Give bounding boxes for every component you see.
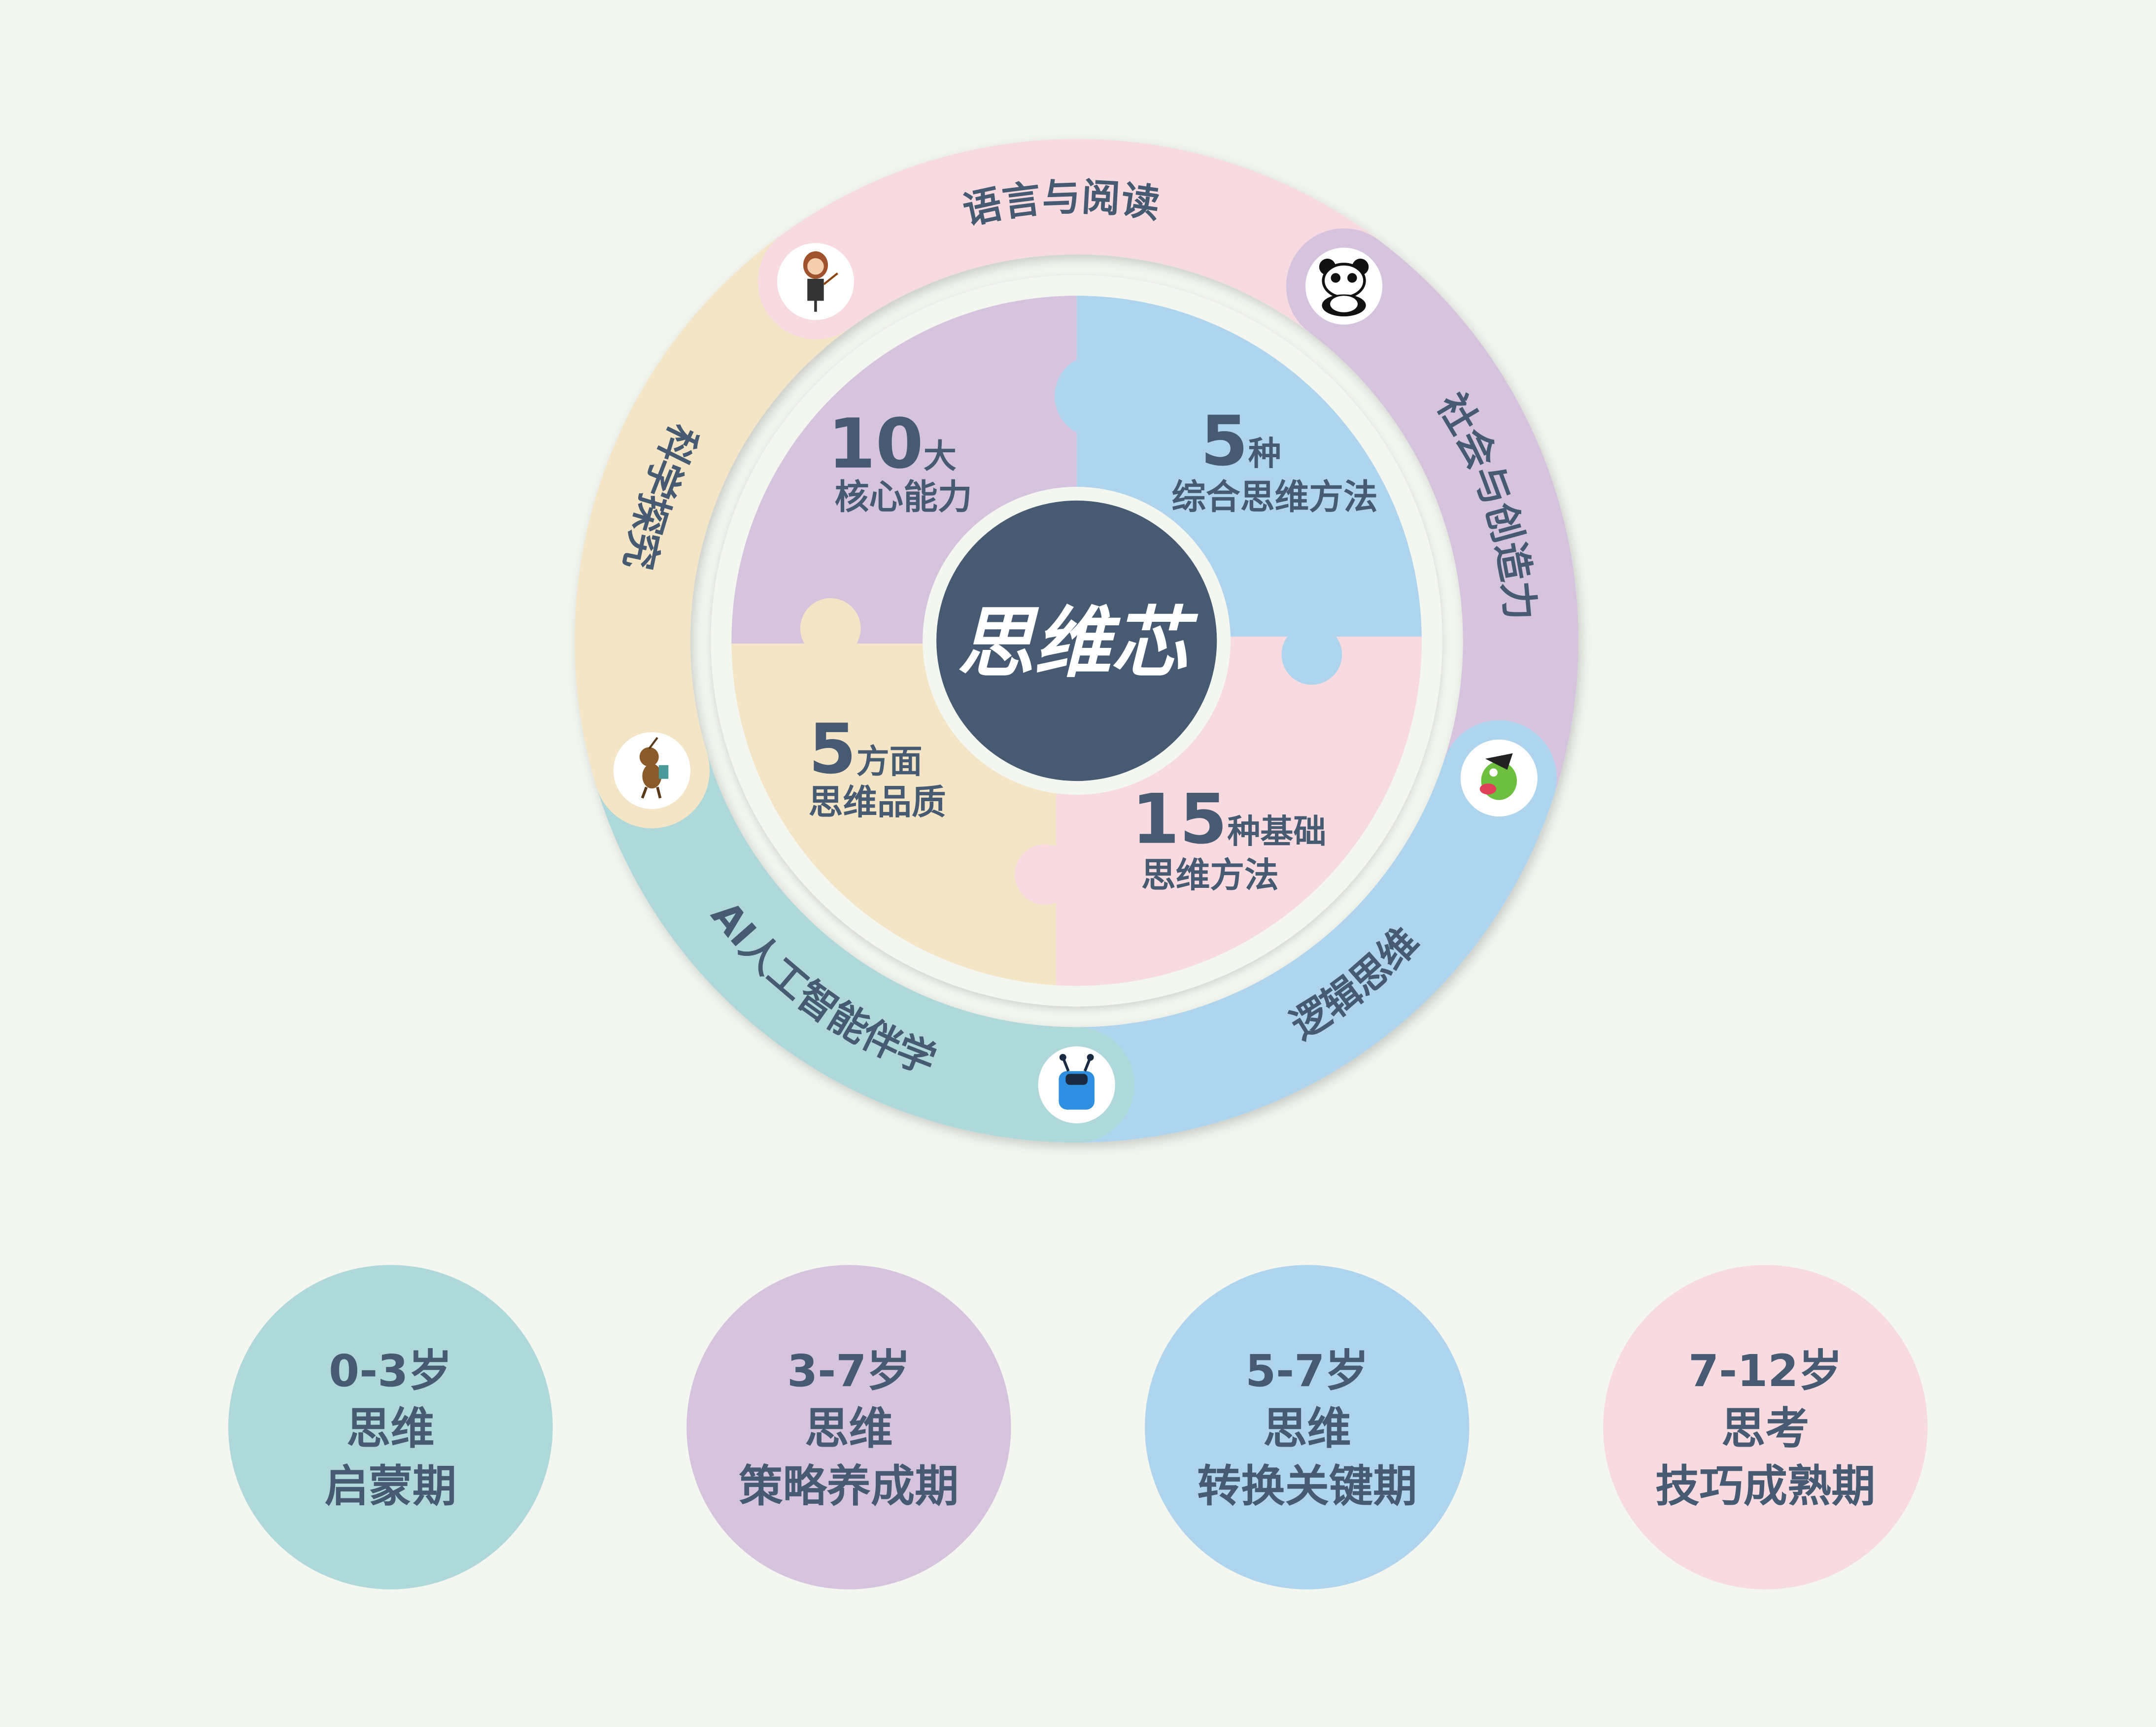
stage-line2: 思维 (805, 1403, 893, 1455)
puzzle-stat-basic: 15种基础 (1131, 779, 1326, 859)
ring-icons (613, 243, 1538, 1123)
stage-bubble (1603, 1265, 1928, 1590)
puzzle-stat-qualities: 5方面 (809, 709, 923, 789)
ring-segment (1309, 240, 1579, 796)
stage-age: 7-12岁 (1688, 1346, 1843, 1397)
stage-age: 0-3岁 (329, 1346, 452, 1397)
stage-line2: 思维 (1263, 1403, 1351, 1455)
stage-line2: 思维 (346, 1403, 435, 1455)
stage-line3: 技巧成熟期 (1655, 1461, 1875, 1512)
panda-icon (1305, 247, 1383, 325)
stage-bubble (1145, 1265, 1470, 1590)
ring-segment (596, 753, 1077, 1143)
puzzle-knob (1015, 844, 1075, 905)
stage-bubble (228, 1265, 553, 1590)
ring-segment (1076, 760, 1554, 1143)
stage-line3: 转换关键期 (1197, 1461, 1417, 1512)
ant-icon (613, 732, 690, 810)
stage-line2: 思考 (1721, 1403, 1810, 1455)
puzzle-stat-comprehensive: 5种 (1200, 401, 1281, 481)
robot-icon (1038, 1046, 1115, 1123)
puzzle-label-core: 核心能力 (835, 477, 972, 517)
stage-age: 5-7岁 (1245, 1346, 1369, 1397)
teacher-icon (777, 243, 855, 320)
puzzle-knob (800, 598, 861, 659)
stage-bubble (686, 1265, 1011, 1590)
outer-ring (575, 139, 1579, 1143)
puzzle-label-qualities: 思维品质 (809, 782, 946, 822)
stage-age: 3-7岁 (787, 1346, 911, 1397)
stage-line3: 策略养成期 (739, 1461, 958, 1512)
puzzle-stat-core: 10大 (828, 404, 957, 484)
center-circle (936, 500, 1217, 781)
ring-segment (782, 139, 1379, 333)
puzzle-knob (1055, 355, 1137, 438)
dog-icon (1460, 739, 1538, 817)
puzzle-label-comprehensive: 综合思维方法 (1171, 477, 1378, 517)
center-title: 思维芯 (957, 598, 1199, 688)
ring-segment (575, 235, 850, 788)
puzzle-label-basic: 思维方法 (1141, 855, 1279, 895)
puzzle-knob (1281, 624, 1342, 685)
stage-line3: 启蒙期 (325, 1461, 457, 1512)
